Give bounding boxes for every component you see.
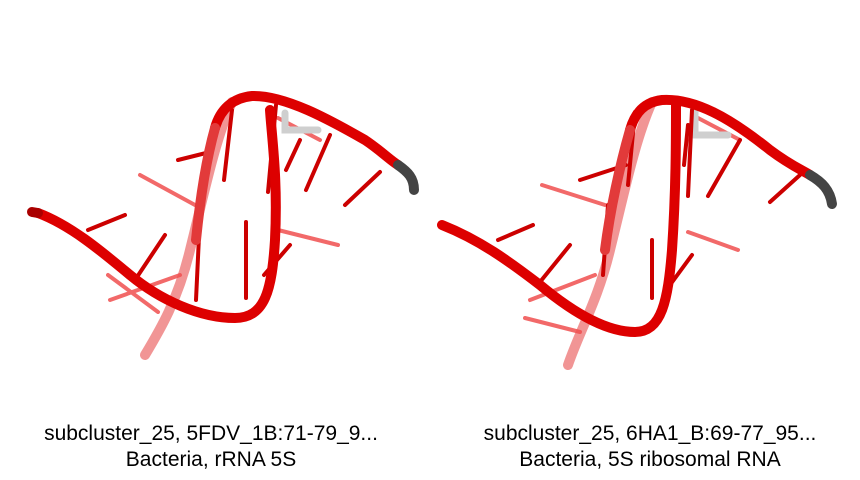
caption-title: subcluster_25, 5FDV_1B:71-79_9... (44, 422, 378, 445)
caption-subtitle: Bacteria, rRNA 5S (125, 448, 297, 471)
structure-caption: subcluster_25, 5FDV_1B:71-79_9... Bacter… (0, 421, 426, 473)
rna-structure-render (27, 90, 419, 360)
structure-caption: subcluster_25, 6HA1_B:69-77_95... Bacter… (435, 421, 860, 473)
caption-subtitle: Bacteria, 5S ribosomal RNA (519, 448, 781, 471)
rna-structure-render (437, 94, 837, 370)
structure-panel-right: subcluster_25, 6HA1_B:69-77_95... Bacter… (430, 0, 860, 480)
caption-title: subcluster_25, 6HA1_B:69-77_95... (483, 422, 817, 445)
structure-panel-left: subcluster_25, 5FDV_1B:71-79_9... Bacter… (0, 90, 426, 473)
